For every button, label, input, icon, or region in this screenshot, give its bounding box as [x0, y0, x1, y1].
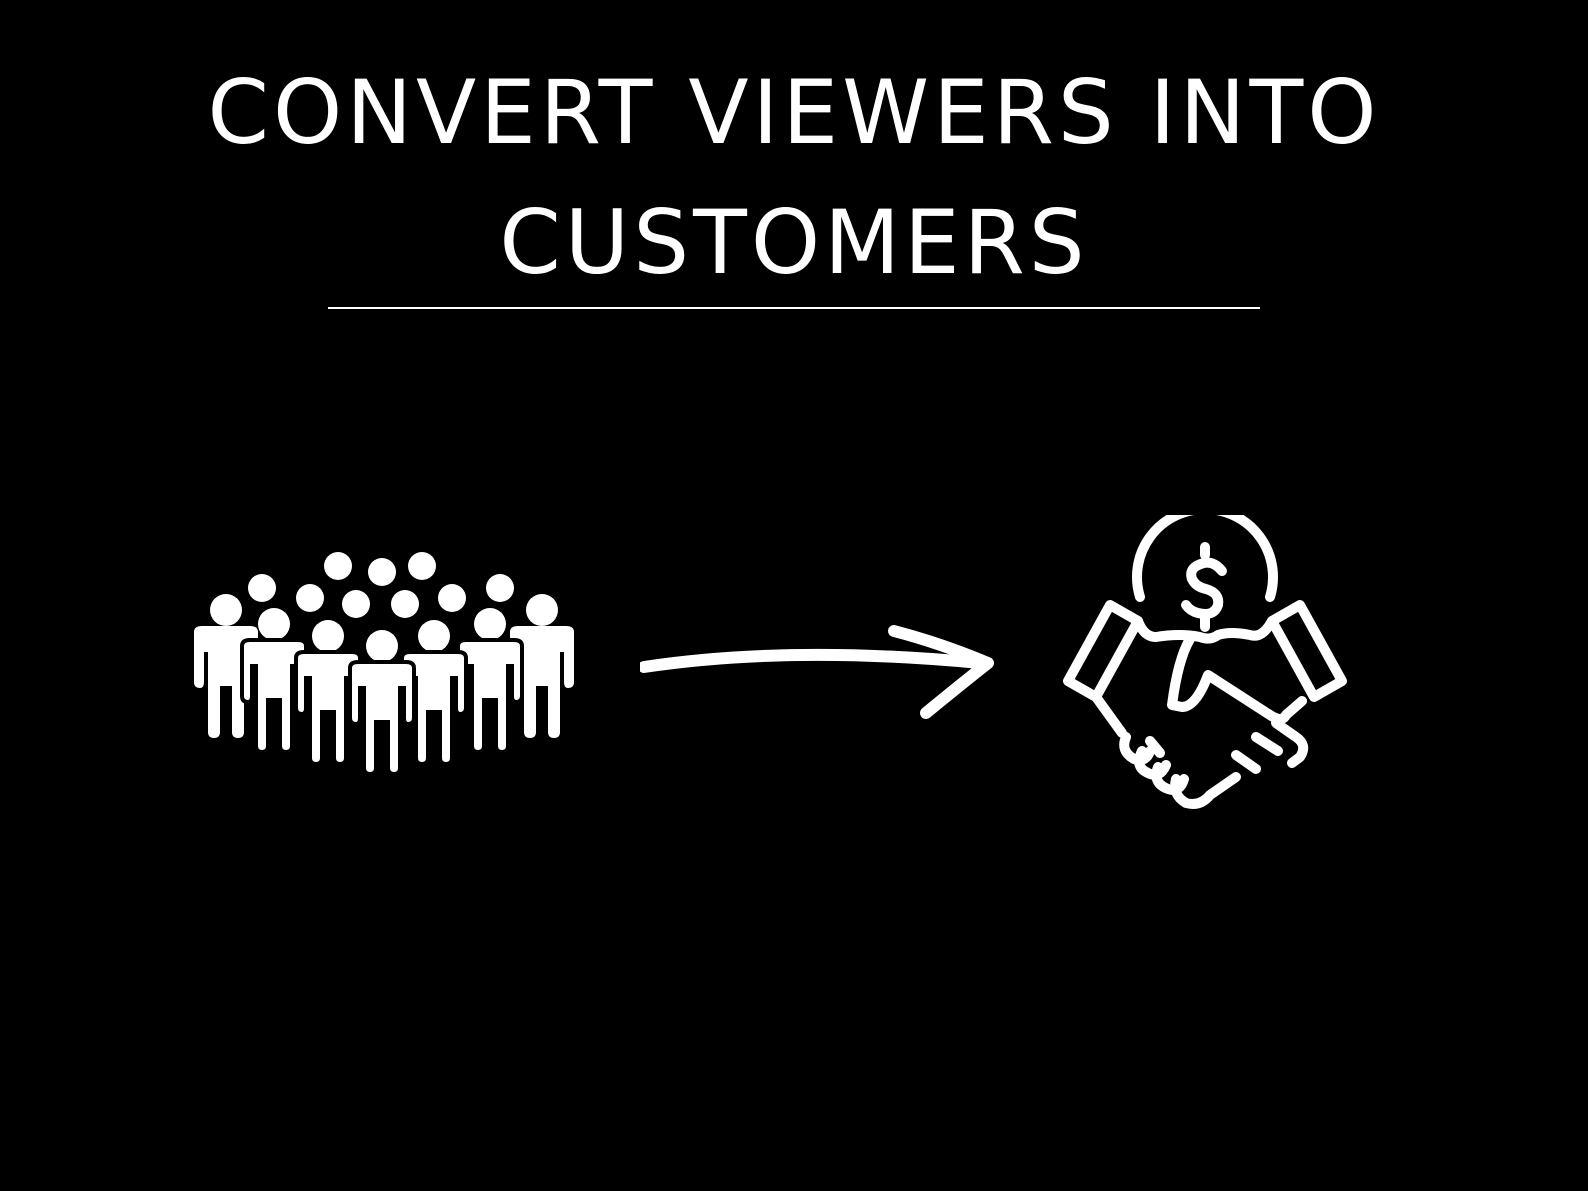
- title-divider: [328, 307, 1260, 309]
- title-line-1: CONVERT VIEWERS INTO: [207, 61, 1381, 164]
- crowd-icon: [194, 552, 574, 776]
- title-line-2: CUSTOMERS: [499, 191, 1089, 294]
- page-title: CONVERT VIEWERS INTO CUSTOMERS: [0, 48, 1588, 308]
- handshake-dollar-icon: [1063, 515, 1347, 809]
- arrow-right-icon: [640, 625, 994, 719]
